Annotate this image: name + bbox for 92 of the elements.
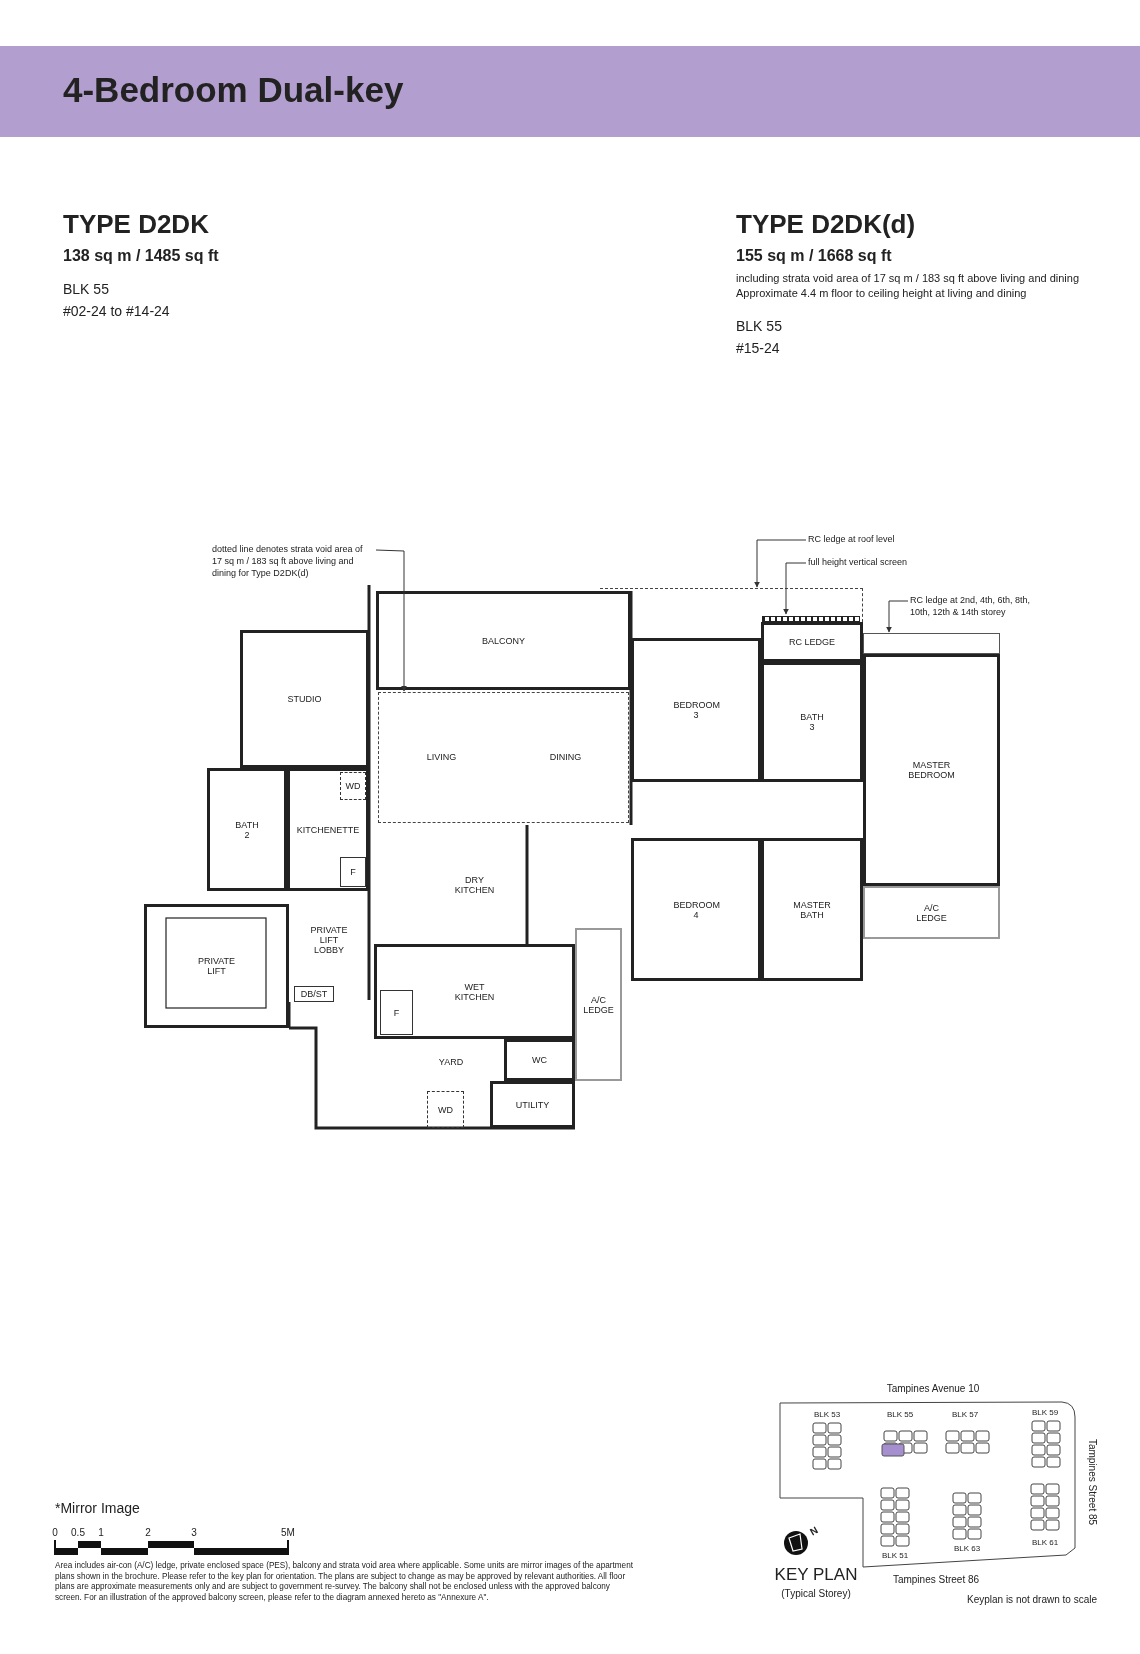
room-label: A/C LEDGE [915,902,948,923]
leader-line [783,562,807,615]
appliance-outline [340,772,366,800]
room-outline [761,838,863,981]
unit-range-text: #02-24 to #14-24 [63,302,170,321]
room-outline [207,768,287,891]
key-plan-heading: KEY PLAN [774,1563,858,1586]
room-label: WD [345,781,361,791]
room-outline [287,768,369,891]
block-label: BLK 55 [886,1409,914,1421]
room-label: MASTER BATH [792,899,832,920]
vertical-screen [762,616,860,622]
room-label: UTILITY [515,1099,550,1110]
plan-type-heading: TYPE D2DK [63,208,209,241]
scale-label: 3 [191,1525,197,1539]
plan-type-heading: TYPE D2DK(d) [736,208,916,241]
street-label: Tampines Street 86 [892,1572,980,1586]
fixture-outline [340,857,366,887]
page-title: 4-Bedroom Dual-key [63,70,404,110]
room-label: BALCONY [482,635,525,646]
room-label: BATH 3 [799,712,825,732]
block-label: BLK 57 [951,1409,979,1421]
callout-text: RC ledge at 2nd, 4th, 6th, 8th, 10th, 12th & 14th storey [910,594,1050,618]
room-label: BEDROOM 3 [673,700,719,720]
room-outline [631,838,761,981]
disclaimer-text: Area includes air-con (A/C) ledge, private enclosed space (PES), balcony and strata void area where applicable. Some units are mirror images of the apartment plans shown in the brochure. Please refer to the key plan for orientation. The plans are subject to change as may be approved by relevant authorities. All floor plans are approximate measurements only and are subject to government re-survey. The balcony shall not be enclosed unless with the approved balcony screen. For an illustration of the approved balcony screen, please refer to the diagram annexed hereto as "Annexure A". [55,1561,634,1604]
room-outline [863,654,1000,886]
scale-label: 5M [281,1525,295,1539]
room-label: DINING [549,752,582,762]
key-plan-subheading: (Typical Storey) [781,1586,851,1600]
block-label: BLK 51 [881,1550,909,1562]
note-text: *Mirror Image [55,1499,140,1518]
room-label: F [393,1007,400,1018]
room-label: WD [438,1104,453,1115]
ledge-outline [575,928,622,1081]
room-label: PRIVATE LIFT LOBBY [309,925,349,955]
scale-note: Keyplan is not drawn to scale [966,1592,1098,1606]
room-outline [374,944,575,1039]
street-label: Tampines Avenue 10 [886,1381,980,1395]
fixture-outline [294,986,334,1002]
area-text: 138 sq m / 1485 sq ft [63,246,219,266]
leader-line [754,539,807,588]
unit-range-text: #15-24 [736,339,780,358]
room-outline [761,662,863,782]
room-label: STUDIO [287,694,322,704]
roof-ledge-outline [600,588,863,622]
room-label: WET KITCHEN [454,981,495,1002]
note-text: including strata void area of 17 sq m / 183 sq ft above living and dining [736,271,1080,286]
room-label: KITCHENETTE [296,824,360,835]
block-label: BLK 63 [953,1543,981,1555]
leader-line [375,549,407,692]
callout-text: dotted line denotes strata void area of 17 sq m / 183 sq ft above living and dining for Type D2DK(d) [212,543,374,579]
ledge-outline [863,633,1000,654]
ledge-outline [863,886,1000,939]
room-outline [490,1081,575,1128]
fixture-outline [380,990,413,1035]
note-text: Approximate 4.4 m floor to ceiling height at living and dining [736,286,1027,301]
room-outline [240,630,369,768]
room-outline [631,638,761,782]
room-outline [144,904,289,1028]
block-text: BLK 55 [736,317,782,336]
room-label: DB/ST [300,989,328,999]
room-label: A/C LEDGE [582,994,615,1015]
room-label: MASTER BEDROOM [907,760,956,780]
callout-text: full height vertical screen [808,556,938,568]
appliance-outline [427,1091,464,1128]
scale-label: 0 [52,1525,58,1539]
room-label: BATH 2 [234,819,260,840]
leader-line [886,600,909,633]
area-text: 155 sq m / 1668 sq ft [736,246,892,266]
room-outline [376,591,631,690]
room-label: LIVING [426,752,457,762]
room-label: DRY KITCHEN [454,874,495,895]
strata-void-outline [378,692,629,823]
room-label: F [350,867,356,877]
scale-label: 0.5 [71,1525,85,1539]
room-label: YARD [438,1056,464,1067]
block-label: BLK 61 [1031,1537,1059,1549]
scale-label: 2 [145,1525,151,1539]
scale-label: 1 [98,1525,104,1539]
callout-text: RC ledge at roof level [808,533,918,545]
block-label: BLK 53 [813,1409,841,1421]
room-outline [761,622,863,662]
room-label: PRIVATE LIFT [196,956,237,976]
room-outline [504,1039,575,1081]
room-label: BEDROOM 4 [673,899,719,920]
north-label: N [807,1523,821,1539]
room-label: WC [532,1055,547,1065]
block-text: BLK 55 [63,280,109,299]
block-label: BLK 59 [1031,1407,1059,1419]
street-label: Tampines Street 85 [1085,1438,1099,1526]
room-label: RC LEDGE [789,637,835,647]
